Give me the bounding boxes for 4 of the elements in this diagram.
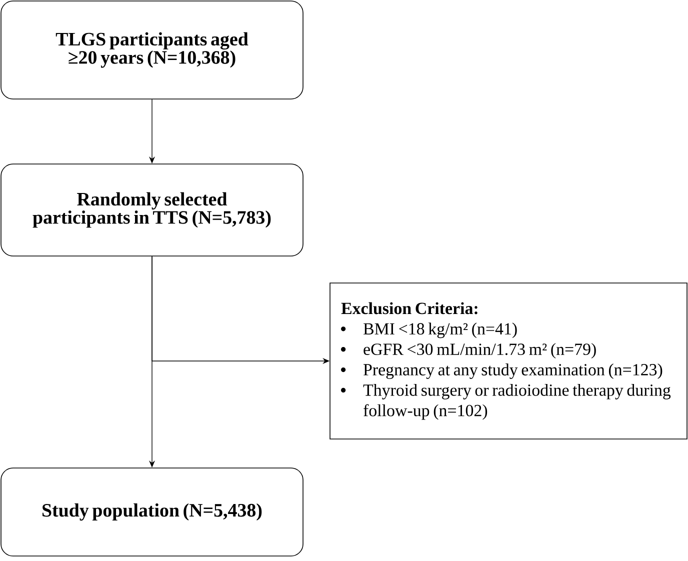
process-box: TLGS participants aged ≥20 years (N=10,368) <box>0 0 304 100</box>
exclusion-box: Exclusion Criteria: BMI <18 kg/m² (n=41) eGFR <30 mL/min/1.73 m² (n=79) Pregnancy at any study examination (n=123) Thyroid surgery or radioiodine therapy during follow-up (n=102) <box>330 282 688 440</box>
process-box: Randomly selected participants in TTS (N=5,783) <box>0 164 304 256</box>
process-box: Study population (N=5,438) <box>0 468 304 556</box>
